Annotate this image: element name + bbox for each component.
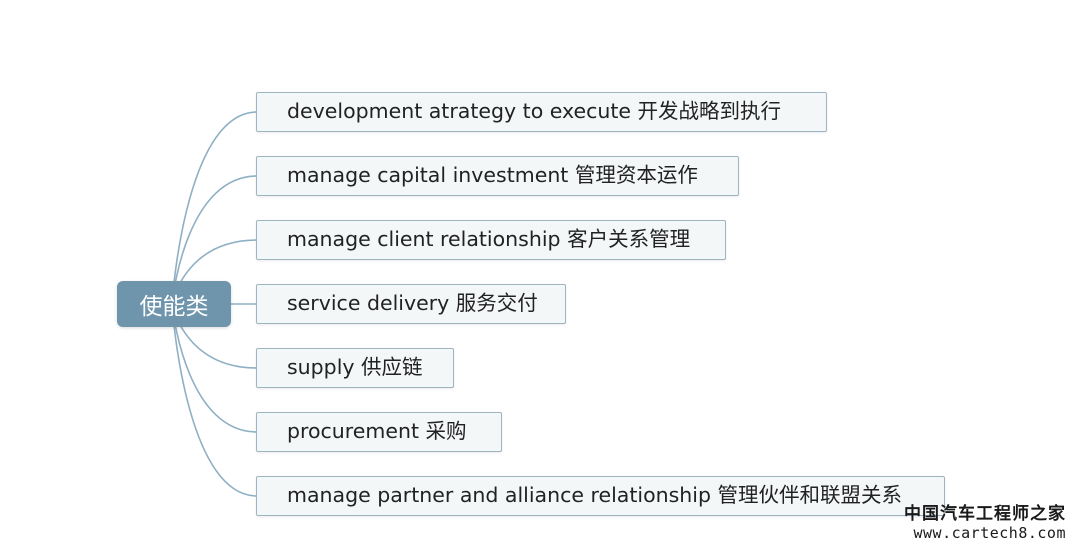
branch-node-label: procurement 采购 [287, 419, 467, 443]
branch-node-label: manage client relationship 客户关系管理 [287, 227, 691, 251]
watermark: 中国汽车工程师之家 www.cartech8.com [904, 505, 1066, 542]
root-node: 使能类 [117, 281, 231, 327]
branch-node-service: service delivery 服务交付 [256, 284, 566, 324]
branch-node-label: development atrategy to execute 开发战略到执行 [287, 99, 782, 123]
branch-node-label: supply 供应链 [287, 355, 423, 379]
branch-node-supply: supply 供应链 [256, 348, 454, 388]
root-node-label: 使能类 [139, 294, 209, 320]
watermark-site-name: 中国汽车工程师之家 [904, 504, 1066, 525]
branch-node-label: service delivery 服务交付 [287, 291, 538, 315]
branch-node-procurement: procurement 采购 [256, 412, 502, 452]
branch-node-capital: manage capital investment 管理资本运作 [256, 156, 739, 196]
branch-node-label: manage capital investment 管理资本运作 [287, 163, 698, 187]
branch-node-client: manage client relationship 客户关系管理 [256, 220, 726, 260]
branch-node-strategy: development atrategy to execute 开发战略到执行 [256, 92, 827, 132]
branch-node-label: manage partner and alliance relationship… [287, 483, 903, 507]
watermark-url: www.cartech8.com [913, 523, 1066, 542]
branch-node-partner: manage partner and alliance relationship… [256, 476, 945, 516]
